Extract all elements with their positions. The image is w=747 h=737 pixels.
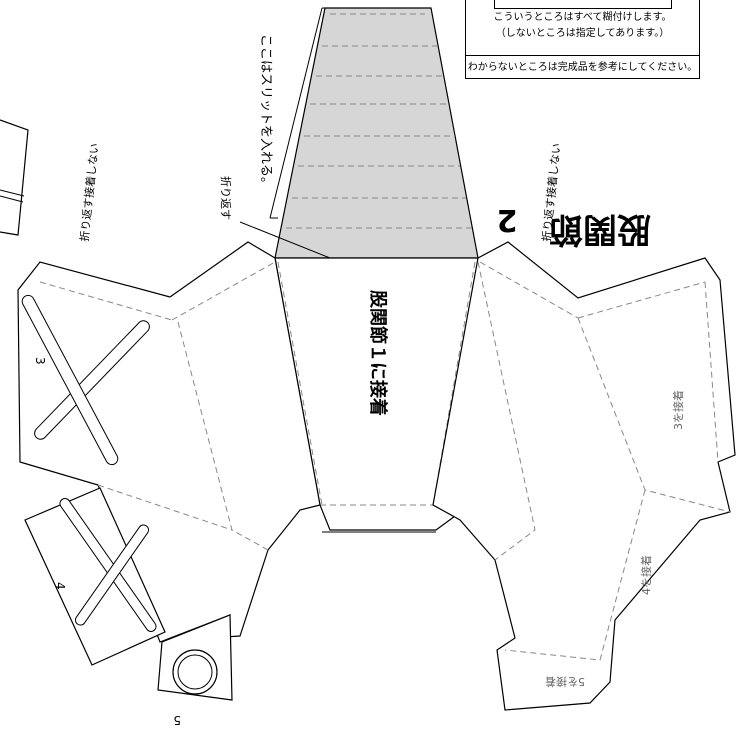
title-big: 股関節 (549, 209, 651, 249)
no-glue-left: 折り返す接着しない (77, 142, 101, 242)
num-5: 5 (173, 713, 181, 727)
num-4-group: 4 (53, 582, 67, 590)
glue-example (494, 0, 672, 9)
slit-note-group: ここはスリットを入れる。 (258, 34, 273, 190)
glue-3-label: 3を接着 (671, 390, 685, 430)
fold-note: 折り返す (219, 176, 233, 220)
glue-5-label: 5を接着 (545, 675, 585, 689)
num-5-group: 5 (173, 713, 181, 727)
no-glue-left-group: 折り返す接着しない (77, 142, 101, 242)
num-3-group: 3 (33, 357, 47, 365)
slit-note: ここはスリットを入れる。 (258, 34, 273, 190)
panel-3-slots (21, 294, 150, 466)
glue3-group: 3を接着 (671, 390, 685, 430)
note-line-1: こういうところはすべて糊付けします。 (493, 12, 672, 23)
note-line-3: わからないところは完成品を参考にしてください。 (467, 62, 698, 73)
panel-5 (157, 614, 233, 701)
title-big-group: 股関節 (549, 209, 651, 249)
fold-note-group: 折り返す (219, 176, 233, 220)
note-line-2: （しないところは指定してあります。） (495, 28, 670, 39)
title-num: 2 (497, 202, 518, 237)
center-text: 股関節１に接着 (367, 289, 389, 416)
num-3: 3 (33, 357, 47, 365)
instruction-box: こういうところはすべて糊付けします。 （しないところは指定してあります。） わか… (465, 0, 700, 79)
glue-4-label: 4を接着 (639, 555, 653, 595)
note-divider (466, 55, 699, 56)
num-4: 4 (53, 582, 67, 590)
glue4-group: 4を接着 (639, 555, 653, 595)
glue5-group: 5を接着 (545, 675, 585, 689)
glue-tab-top (269, 7, 479, 259)
center-text-group: 股関節１に接着 (367, 289, 389, 416)
left-edge-fragment (0, 119, 29, 236)
title-num-group: 2 (497, 202, 518, 237)
panel-4 (24, 487, 166, 666)
right-arm (432, 241, 736, 711)
